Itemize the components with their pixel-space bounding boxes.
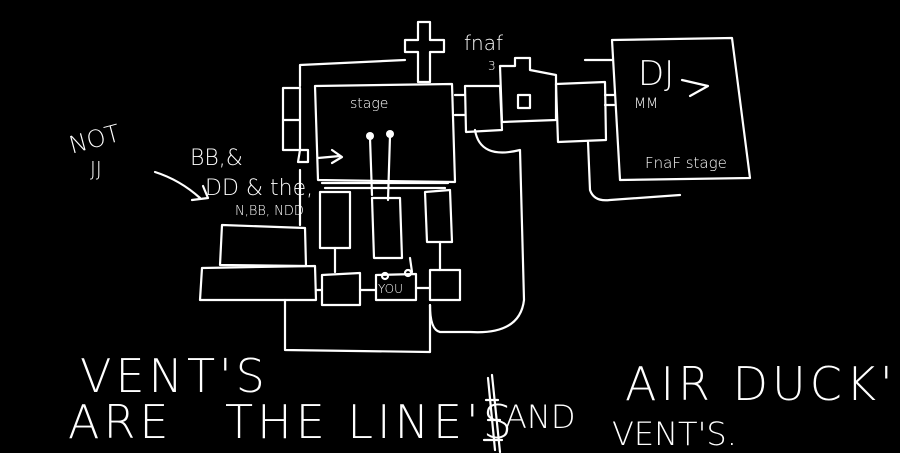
label-bb: BB,&: [190, 146, 243, 171]
label-jj: JJ: [90, 157, 102, 181]
label-stage: stage: [350, 96, 388, 112]
caption-air-ducks: AIR DUCK'S: [625, 357, 900, 411]
label-fnaf: fnaf: [464, 31, 503, 55]
stage-room: [313, 82, 457, 202]
fnaf3-area: [428, 56, 682, 334]
caption-strike: [482, 373, 504, 453]
label-nbb: N,BB, NDD: [235, 204, 304, 219]
caption-vents-2: VENT'S.: [612, 415, 737, 453]
label-you: YOU: [378, 282, 403, 296]
caption-vents: VENT'S: [80, 349, 269, 403]
dj-room: [610, 36, 752, 182]
label-fnaf-stage: FnaF stage: [645, 154, 727, 172]
lower-rooms: [283, 181, 462, 354]
arrow-to-dd: [153, 170, 210, 202]
label-dj: DJ: [638, 54, 674, 94]
caption-the-lines: THE LINE'S: [225, 395, 516, 449]
left-rooms: [198, 86, 344, 302]
caption-and: AND: [505, 398, 575, 436]
label-dd: DD & the,: [205, 176, 313, 201]
label-mm: MM: [634, 96, 658, 112]
label-fnaf-number: 3: [488, 59, 496, 73]
label-not: NOT: [66, 119, 123, 159]
plus-vent: [298, 20, 446, 88]
caption-are: ARE: [68, 395, 173, 449]
